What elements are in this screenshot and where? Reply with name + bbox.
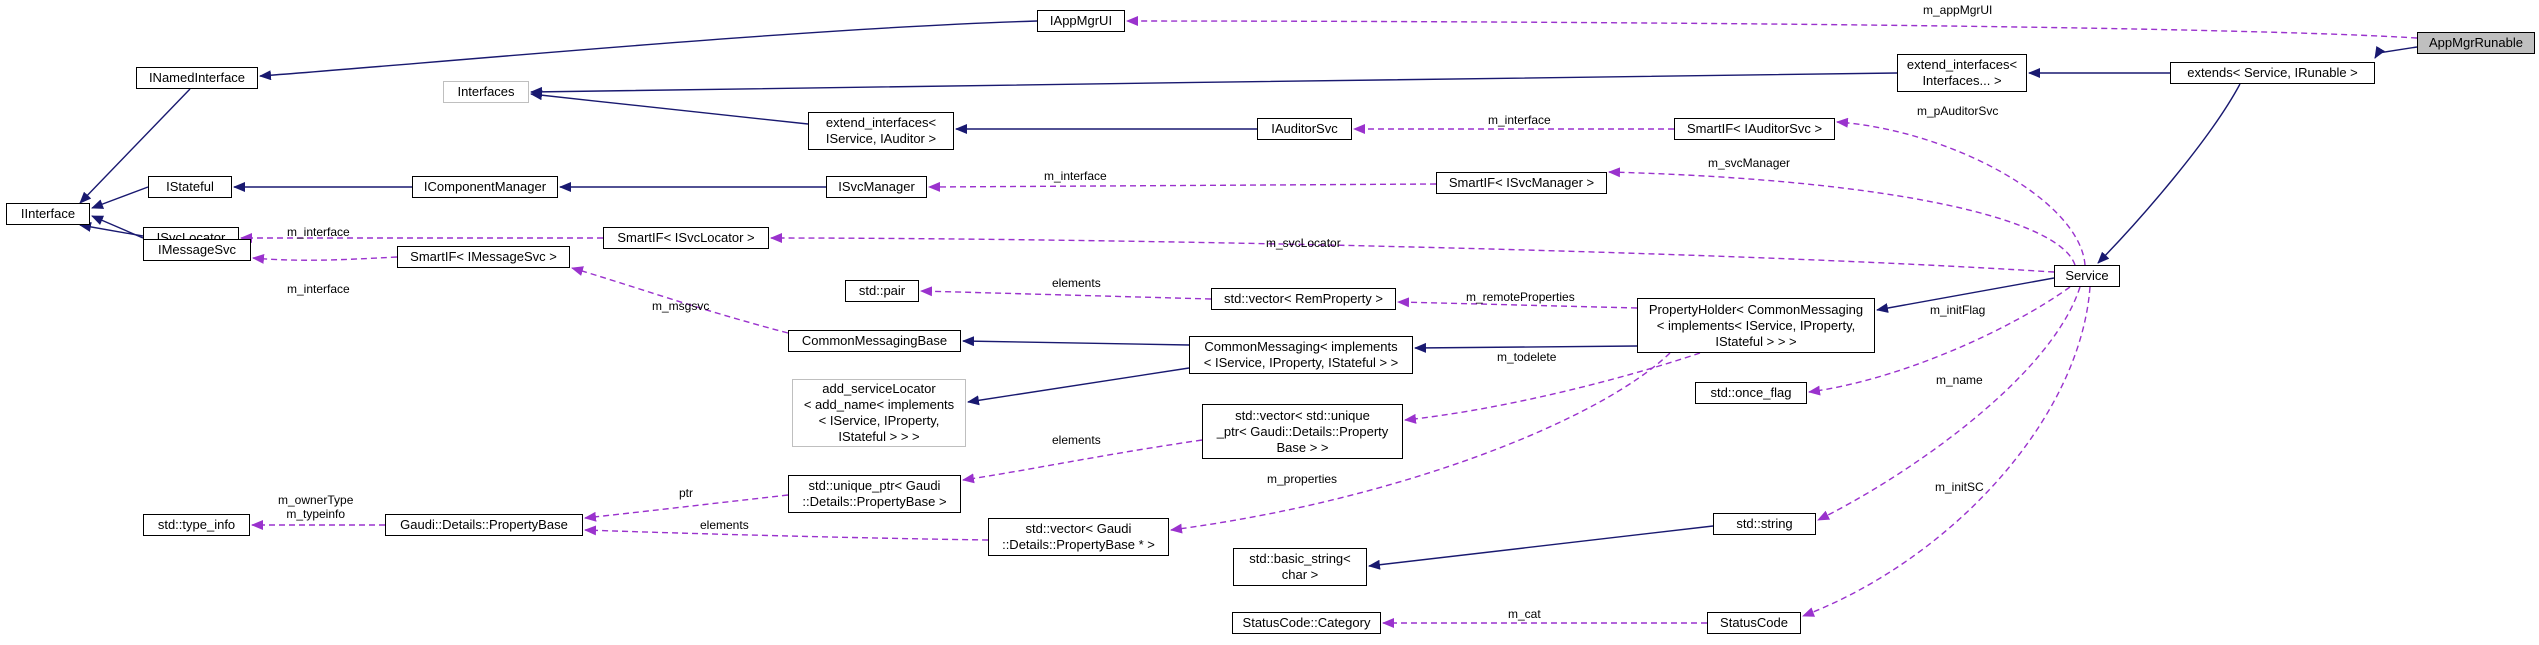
edge-label-m-initsc: m_initSC bbox=[1935, 480, 1984, 494]
edge-inherit-commonmessaging-commonmessagingbase bbox=[962, 336, 1190, 347]
edge-label-m-remoteproperties: m_remoteProperties bbox=[1466, 290, 1575, 304]
edge-inherit-commonmessaging-addservicelocator bbox=[967, 367, 1190, 406]
edge-use-propertyholder-vector-uniqueptr bbox=[1404, 352, 1701, 424]
edge-label-m-properties: m_properties bbox=[1267, 472, 1338, 486]
node-std-string[interactable]: std::string bbox=[1713, 513, 1816, 535]
node-std-pair[interactable]: std::pair bbox=[845, 280, 919, 302]
node-icomponentmanager[interactable]: IComponentManager bbox=[412, 176, 558, 198]
edge-label-m-msgsvc: m_msgsvc bbox=[652, 299, 710, 313]
edge-inherit-istateful-iinterface bbox=[91, 186, 149, 209]
edge-use-service-statuscode bbox=[1802, 286, 2091, 617]
edge-label-elements-propbase: elements bbox=[700, 518, 749, 532]
node-statuscode[interactable]: StatusCode bbox=[1707, 612, 1801, 634]
node-gaudi-propertybase[interactable]: Gaudi::Details::PropertyBase bbox=[385, 514, 583, 536]
edge-label-m-svclocator: m_svcLocator bbox=[1266, 236, 1341, 250]
edge-use-smartif-isvcmanager-isvcmanager bbox=[928, 181, 1437, 192]
node-service[interactable]: Service bbox=[2054, 265, 2120, 287]
node-commonmessagingbase[interactable]: CommonMessagingBase bbox=[788, 330, 961, 352]
node-std-unique-ptr[interactable]: std::unique_ptr< Gaudi ::Details::Proper… bbox=[788, 475, 961, 513]
edge-label-m-interface-svcmanager: m_interface bbox=[1044, 169, 1107, 183]
edge-use-commonmessagingbase-smartif-imessagesvc bbox=[571, 266, 789, 334]
edge-label-elements-pair: elements bbox=[1052, 276, 1101, 290]
node-std-vector-unique-ptr[interactable]: std::vector< std::unique _ptr< Gaudi::De… bbox=[1202, 404, 1403, 459]
edge-inherit-service-propertyholder bbox=[1876, 277, 2055, 313]
edge-label-m-svcmanager: m_svcManager bbox=[1708, 156, 1791, 170]
node-iauditorsvc[interactable]: IAuditorSvc bbox=[1257, 118, 1352, 140]
edge-use-vector-remproperty-pair bbox=[920, 286, 1212, 300]
node-commonmessaging[interactable]: CommonMessaging< implements < IService, … bbox=[1189, 336, 1413, 374]
node-propertyholder[interactable]: PropertyHolder< CommonMessaging < implem… bbox=[1637, 298, 1875, 353]
node-inamedinterface[interactable]: INamedInterface bbox=[136, 67, 258, 89]
edge-label-ptr: ptr bbox=[679, 486, 694, 500]
node-std-vector-propertybase-ptr[interactable]: std::vector< Gaudi ::Details::PropertyBa… bbox=[988, 518, 1169, 556]
node-iinterface[interactable]: IInterface bbox=[6, 203, 90, 225]
node-imessagesvc[interactable]: IMessageSvc bbox=[143, 239, 251, 261]
node-statuscode-category[interactable]: StatusCode::Category bbox=[1232, 612, 1381, 634]
node-add-servicelocator[interactable]: add_serviceLocator < add_name< implement… bbox=[792, 379, 966, 447]
edge-label-m-todelete: m_todelete bbox=[1497, 350, 1557, 364]
edge-label-m-interface-auditor: m_interface bbox=[1488, 113, 1551, 127]
edge-inherit-appmgrrunable-extends bbox=[2374, 45, 2418, 59]
edge-use-service-smartif-iauditorsvc bbox=[1836, 117, 2086, 266]
edge-use-propertyholder-vector-ptr bbox=[1170, 352, 1671, 534]
edge-use-appmgrrunable-iappmgrui bbox=[1126, 16, 2418, 39]
node-smartif-isvclocator[interactable]: SmartIF< ISvcLocator > bbox=[603, 227, 769, 249]
edge-use-service-once-flag bbox=[1808, 286, 2071, 396]
edge-inherit-iappmgrui-inamedinterface bbox=[259, 20, 1038, 81]
edge-label-m-interface-msgsvc: m_interface bbox=[287, 282, 350, 296]
edge-inherit-extendinterfaces-interfaces bbox=[530, 72, 1898, 97]
edge-inherit-extends-service bbox=[2097, 83, 2241, 264]
node-isvcmanager[interactable]: ISvcManager bbox=[826, 176, 927, 198]
edge-label-m-appmgrui: m_appMgrUI bbox=[1923, 3, 1993, 17]
node-smartif-isvcmanager[interactable]: SmartIF< ISvcManager > bbox=[1436, 172, 1607, 194]
node-std-type-info[interactable]: std::type_info bbox=[143, 514, 250, 536]
node-std-once-flag[interactable]: std::once_flag bbox=[1695, 382, 1807, 404]
edge-inherit-propertyholder-commonmessaging bbox=[1414, 342, 1638, 353]
node-iappmgrui[interactable]: IAppMgrUI bbox=[1037, 10, 1125, 32]
node-istateful[interactable]: IStateful bbox=[148, 176, 232, 198]
node-extends-service-irunable[interactable]: extends< Service, IRunable > bbox=[2170, 62, 2375, 84]
edge-use-service-smartif-isvclocator bbox=[770, 233, 2055, 273]
edge-use-vector-ptr-propertybase bbox=[584, 525, 989, 541]
edge-label-m-cat: m_cat bbox=[1508, 607, 1541, 621]
node-smartif-iauditorsvc[interactable]: SmartIF< IAuditorSvc > bbox=[1674, 118, 1835, 140]
node-std-basic-string[interactable]: std::basic_string< char > bbox=[1233, 548, 1367, 586]
node-smartif-imessagesvc[interactable]: SmartIF< IMessageSvc > bbox=[397, 246, 570, 268]
edge-label-m-interface-svclocator: m_interface bbox=[287, 225, 350, 239]
node-extend-interfaces-iservice-iauditor[interactable]: extend_interfaces< IService, IAuditor > bbox=[808, 112, 954, 150]
edge-label-m-name: m_name bbox=[1936, 373, 1983, 387]
edge-use-uniqueptr-propertybase bbox=[584, 494, 789, 522]
node-appmgrrunable[interactable]: AppMgrRunable bbox=[2417, 32, 2535, 54]
edge-inherit-extend-iservice-interfaces bbox=[530, 90, 809, 125]
node-interfaces[interactable]: Interfaces bbox=[443, 81, 529, 103]
node-extend-interfaces-interfaces[interactable]: extend_interfaces< Interfaces... > bbox=[1897, 54, 2027, 92]
edge-inherit-inamedinterface-iinterface bbox=[79, 88, 191, 204]
edge-inherit-stdstring-basicstring bbox=[1368, 525, 1714, 570]
edge-label-m-ownertype: m_ownerType m_typeinfo bbox=[278, 493, 354, 521]
edge-use-service-smartif-isvcmanager bbox=[1608, 167, 2076, 266]
edge-label-m-pauditorsvc: m_pAuditorSvc bbox=[1917, 104, 1999, 118]
edge-label-elements-uniqueptr: elements bbox=[1052, 433, 1101, 447]
node-std-vector-remproperty[interactable]: std::vector< RemProperty > bbox=[1211, 288, 1396, 310]
edge-use-smartif-imessagesvc-imessagesvc bbox=[252, 253, 398, 264]
edge-use-vector-uniqueptr-uniqueptr bbox=[962, 439, 1203, 484]
edge-label-m-initflag: m_initFlag bbox=[1930, 303, 1986, 317]
edge-use-service-std-string bbox=[1817, 286, 2081, 521]
